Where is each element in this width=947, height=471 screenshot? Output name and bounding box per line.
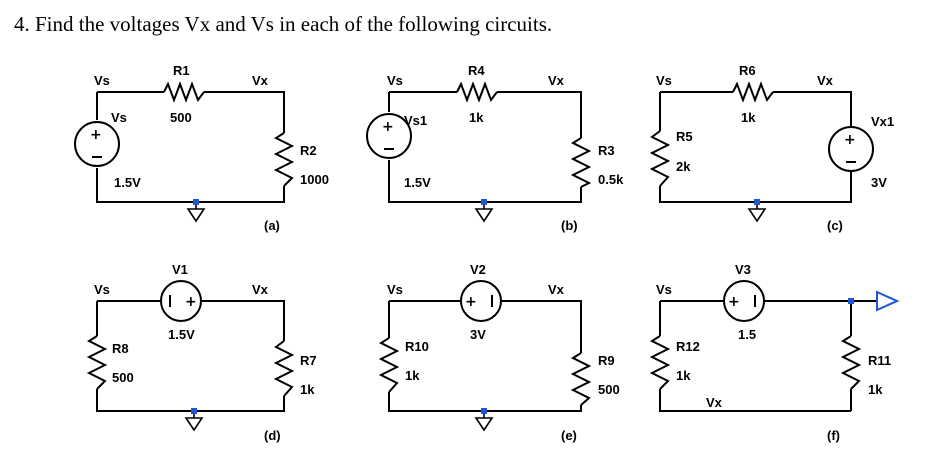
net-label-vx: Vx xyxy=(817,73,834,88)
resistor-r9-value: 500 xyxy=(598,382,620,397)
resistor-r5-value: 2k xyxy=(676,159,691,174)
circuit-d-caption: (d) xyxy=(264,428,281,443)
circuit-b-caption: (b) xyxy=(561,218,578,233)
source-value: 1.5V xyxy=(114,175,141,190)
svg-text:+: + xyxy=(185,294,197,310)
net-label-vx: Vx xyxy=(548,73,565,88)
resistor-r5-name: R5 xyxy=(676,129,693,144)
source-value: 3V xyxy=(470,327,486,342)
resistor-r1-value: 500 xyxy=(170,110,192,125)
resistor-r12 xyxy=(649,335,671,390)
resistor-r9 xyxy=(570,352,592,406)
circuit-a-wires xyxy=(96,91,285,203)
resistor-r8-name: R8 xyxy=(112,341,129,356)
resistor-r10 xyxy=(378,337,400,393)
source-name: V1 xyxy=(172,262,188,277)
net-label-vx: Vx xyxy=(252,282,269,297)
resistor-r5 xyxy=(649,130,671,187)
net-label-vs: Vs xyxy=(656,282,672,297)
svg-text:+: + xyxy=(465,294,477,310)
resistor-r2-name: R2 xyxy=(300,143,317,158)
net-label-vs: Vs xyxy=(387,73,403,88)
voltage-source-vx1: + xyxy=(828,126,874,172)
circuit-f: + Vs V3 1.5 R12 1k Vx R11 1k (f) xyxy=(649,262,900,443)
resistor-r11-value: 1k xyxy=(868,382,883,397)
resistor-r4-value: 1k xyxy=(469,110,484,125)
resistor-r7-name: R7 xyxy=(300,353,317,368)
resistor-r7 xyxy=(273,340,295,397)
net-label-vs: Vs xyxy=(656,73,672,88)
voltage-source-v3: + xyxy=(723,280,765,322)
resistor-r10-name: R10 xyxy=(405,339,429,354)
voltage-source-v2: + xyxy=(460,280,502,322)
resistor-r10-value: 1k xyxy=(405,368,420,383)
source-value: 3V xyxy=(871,175,887,190)
resistor-r3 xyxy=(570,137,592,188)
net-label-vs: Vs xyxy=(387,282,403,297)
source-name: V3 xyxy=(735,262,751,277)
circuit-d: + Vs V1 Vx 1.5V R8 500 R7 1k (d) xyxy=(86,262,317,443)
source-name: Vs xyxy=(111,110,127,125)
resistor-r9-name: R9 xyxy=(598,353,615,368)
svg-text:+: + xyxy=(382,119,394,135)
resistor-r11-name: R11 xyxy=(868,353,891,368)
resistor-r6 xyxy=(732,81,774,103)
resistor-r6-value: 1k xyxy=(741,110,756,125)
resistor-r8-value: 500 xyxy=(112,370,134,385)
circuit-b: + Vs R4 Vx Vs1 1k R3 0.5k 1.5V (b) xyxy=(366,63,624,233)
question-text: 4. Find the voltages Vx and Vs in each o… xyxy=(14,12,553,36)
circuit-f-caption: (f) xyxy=(827,428,840,443)
source-name: V2 xyxy=(470,262,486,277)
source-value: 1.5 xyxy=(738,327,756,342)
resistor-r12-name: R12 xyxy=(676,339,700,354)
resistor-r3-value: 0.5k xyxy=(598,172,624,187)
net-label-vx: Vx xyxy=(706,395,723,410)
resistor-r2-value: 1000 xyxy=(300,172,329,187)
circuit-a-caption: (a) xyxy=(264,218,280,233)
voltage-source-vs: + xyxy=(74,121,120,167)
circuit-e: + Vs V2 Vx 3V R10 1k R9 500 (e) xyxy=(378,262,620,443)
resistor-r4-name: R4 xyxy=(468,63,485,78)
resistor-r1 xyxy=(163,81,205,103)
resistor-r4 xyxy=(456,81,498,103)
circuit-c-caption: (c) xyxy=(827,218,843,233)
resistor-r3-name: R3 xyxy=(598,143,615,158)
resistor-r2 xyxy=(273,132,295,187)
circuit-c-wires xyxy=(659,91,852,203)
net-label-vx: Vx xyxy=(252,73,269,88)
circuit-d-wires xyxy=(96,300,285,412)
circuit-f-wires xyxy=(659,300,877,412)
svg-text:+: + xyxy=(90,127,102,143)
net-label-vs: Vs xyxy=(94,282,110,297)
source-value: 1.5V xyxy=(404,175,431,190)
resistor-r7-value: 1k xyxy=(300,382,315,397)
resistor-r8 xyxy=(86,335,108,390)
junction-node xyxy=(848,298,854,304)
ground-port-icon xyxy=(876,290,900,312)
source-name: Vs1 xyxy=(404,113,427,128)
circuit-e-caption: (e) xyxy=(561,428,577,443)
voltage-source-v1: + xyxy=(160,280,202,322)
circuit-e-wires xyxy=(388,300,582,412)
source-name: Vx1 xyxy=(871,114,894,129)
circuit-a: + Vs R1 Vx Vs 500 R2 1000 1.5V (a) xyxy=(74,63,329,233)
resistor-r12-value: 1k xyxy=(676,368,691,383)
net-label-vx: Vx xyxy=(548,282,565,297)
svg-text:+: + xyxy=(728,294,740,310)
circuit-b-wires xyxy=(388,91,582,203)
resistor-r6-name: R6 xyxy=(739,63,756,78)
source-value: 1.5V xyxy=(168,327,195,342)
voltage-source-vs1: + xyxy=(366,113,412,159)
circuit-c: + Vs R6 Vx 1k Vx1 R5 2k 3V (c) xyxy=(649,63,894,233)
svg-text:+: + xyxy=(844,132,856,148)
resistor-r1-name: R1 xyxy=(173,63,190,78)
net-label-vs: Vs xyxy=(94,73,110,88)
resistor-r11 xyxy=(840,335,862,390)
